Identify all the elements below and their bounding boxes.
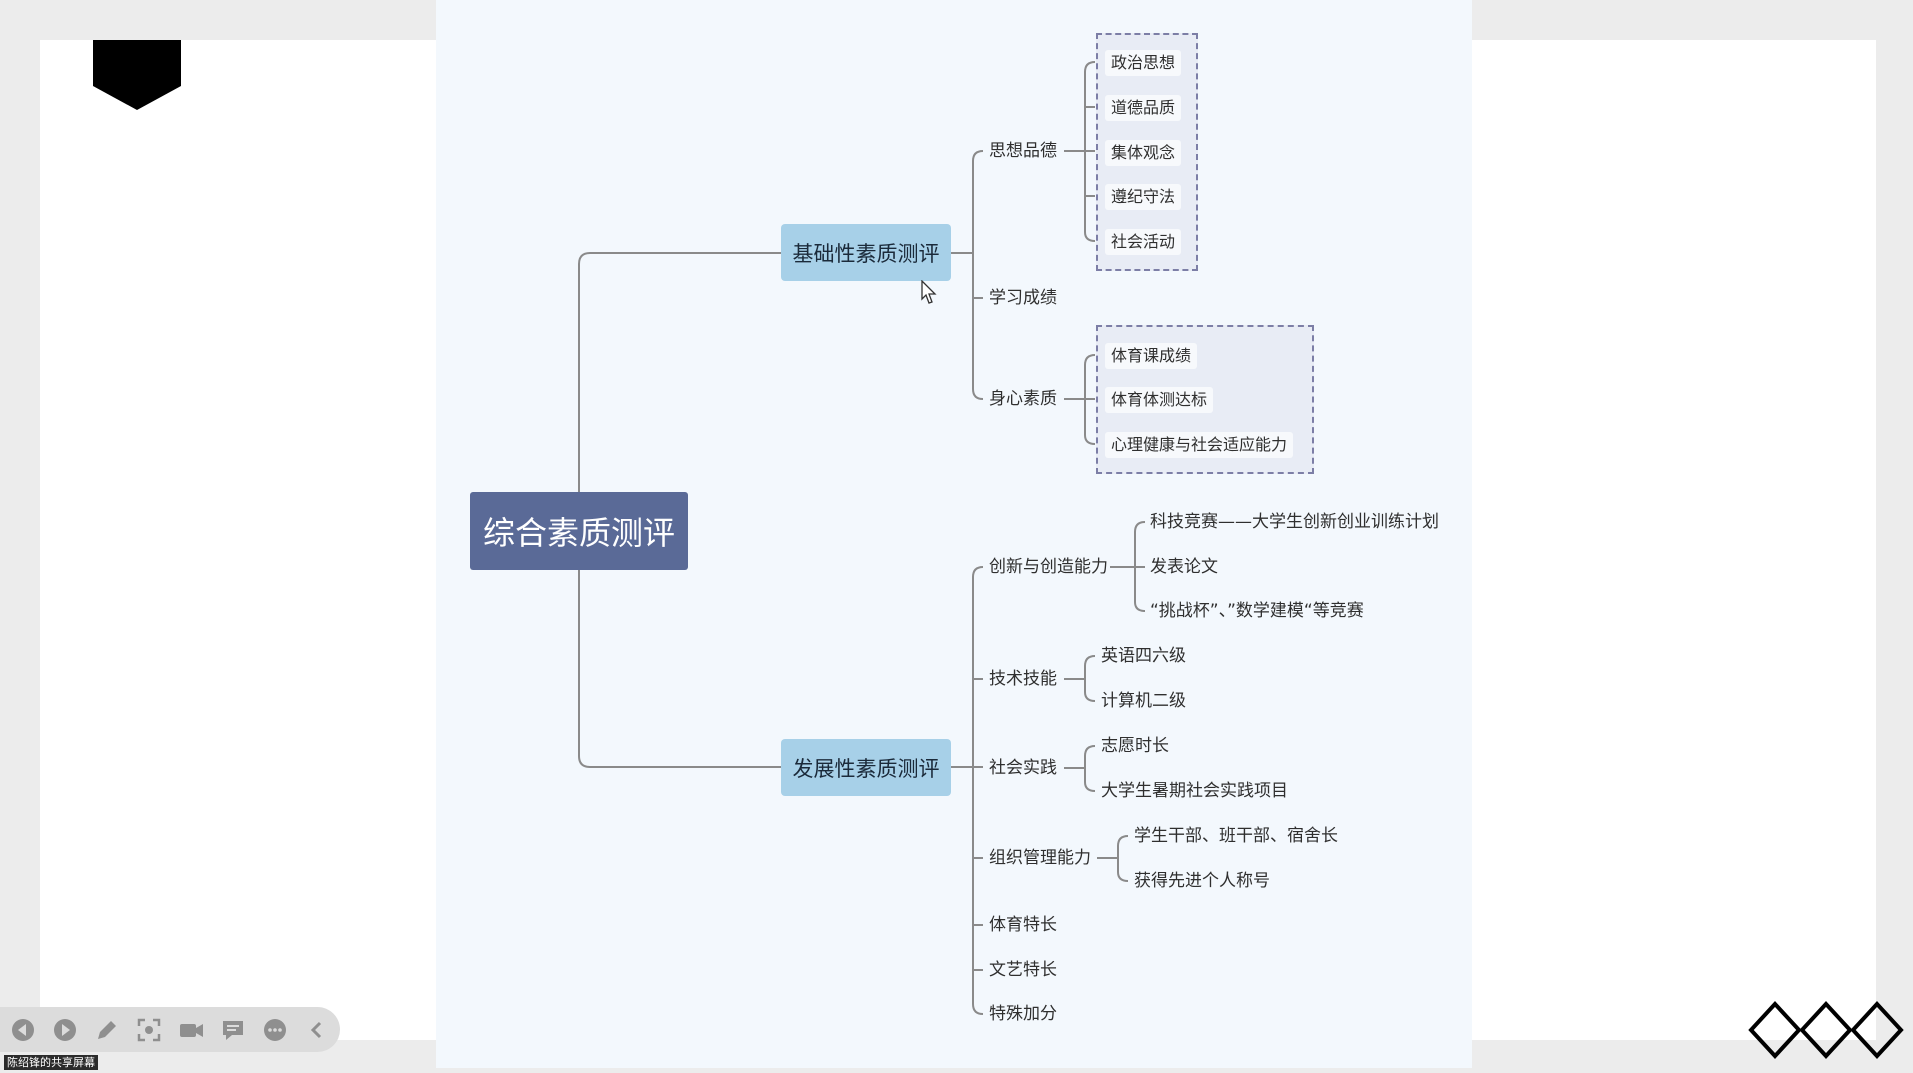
- chat-icon[interactable]: [220, 1017, 246, 1043]
- node-jishu[interactable]: 技术技能: [989, 669, 1057, 689]
- node-wenyi[interactable]: 文艺特长: [989, 960, 1057, 980]
- leaf-shenxin-1[interactable]: 体育课成绩: [1105, 343, 1198, 369]
- leaf-zuzhi-2[interactable]: 获得先进个人称号: [1134, 871, 1270, 891]
- leaf-jishu-1[interactable]: 英语四六级: [1101, 646, 1186, 666]
- leaf-sixiang-1[interactable]: 政治思想: [1105, 50, 1182, 76]
- leaf-sixiang-5[interactable]: 社会活动: [1105, 229, 1182, 255]
- mouse-cursor-icon: [921, 280, 937, 304]
- leaf-shenxin-2[interactable]: 体育体测达标: [1105, 387, 1214, 413]
- node-chuangxin[interactable]: 创新与创造能力: [989, 557, 1108, 577]
- node-xuexi[interactable]: 学习成绩: [989, 288, 1057, 308]
- camera-icon[interactable]: [178, 1017, 204, 1043]
- leaf-sixiang-3[interactable]: 集体观念: [1105, 140, 1182, 166]
- leaf-sixiang-2[interactable]: 道德品质: [1105, 95, 1182, 121]
- leaf-shehui-1[interactable]: 志愿时长: [1101, 736, 1169, 756]
- left-margin-panel: [40, 40, 436, 1040]
- screenshot-icon[interactable]: [136, 1017, 162, 1043]
- forward-icon[interactable]: [52, 1017, 78, 1043]
- collapse-icon[interactable]: [304, 1017, 330, 1043]
- branch-development-quality[interactable]: 发展性素质测评: [781, 739, 951, 796]
- leaf-chuangxin-3[interactable]: “挑战杯”、”数学建模“等竞赛: [1150, 601, 1364, 621]
- mindmap-root[interactable]: 综合素质测评: [470, 492, 688, 570]
- bookmark-icon: [93, 40, 181, 110]
- branch-basic-quality[interactable]: 基础性素质测评: [781, 224, 951, 281]
- node-teshu[interactable]: 特殊加分: [989, 1004, 1057, 1024]
- leaf-chuangxin-2[interactable]: 发表论文: [1150, 557, 1218, 577]
- leaf-chuangxin-1[interactable]: 科技竞赛——大学生创新创业训练计划: [1150, 512, 1439, 532]
- leaf-shenxin-3[interactable]: 心理健康与社会适应能力: [1105, 432, 1294, 458]
- node-shenxin[interactable]: 身心素质: [989, 389, 1057, 409]
- node-zuzhi[interactable]: 组织管理能力: [989, 848, 1091, 868]
- leaf-shehui-2[interactable]: 大学生暑期社会实践项目: [1101, 781, 1288, 801]
- right-margin-panel: [1472, 40, 1876, 1040]
- node-sixiang[interactable]: 思想品德: [989, 141, 1057, 161]
- presentation-toolbar: [0, 1007, 340, 1052]
- back-icon[interactable]: [10, 1017, 36, 1043]
- pen-icon[interactable]: [94, 1017, 120, 1043]
- leaf-sixiang-4[interactable]: 遵纪守法: [1105, 184, 1182, 210]
- node-tiyu[interactable]: 体育特长: [989, 915, 1057, 935]
- leaf-jishu-2[interactable]: 计算机二级: [1101, 691, 1186, 711]
- leaf-zuzhi-1[interactable]: 学生干部、班干部、宿舍长: [1134, 826, 1338, 846]
- node-shehui[interactable]: 社会实践: [989, 758, 1057, 778]
- diamond-logo-icon: [1748, 1001, 1904, 1059]
- screen-share-label: 陈绍锋的共享屏幕: [4, 1055, 98, 1070]
- more-icon[interactable]: [262, 1017, 288, 1043]
